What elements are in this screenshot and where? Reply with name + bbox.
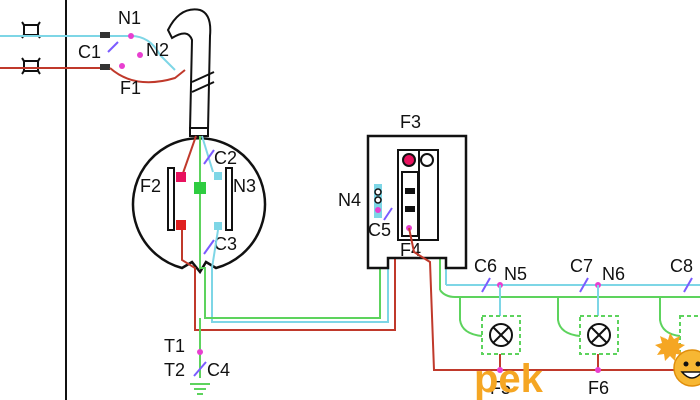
terminal-block bbox=[100, 32, 110, 38]
label-t2: T2 bbox=[164, 360, 185, 380]
switch-c6 bbox=[481, 277, 491, 293]
emoji-mascot-icon bbox=[655, 333, 700, 387]
label-n6: N6 bbox=[602, 264, 625, 284]
switch-c1 bbox=[107, 41, 119, 53]
label-c5: C5 bbox=[368, 220, 391, 240]
label-n3: N3 bbox=[233, 176, 256, 196]
phase-circuit bbox=[408, 227, 700, 371]
phase-wire bbox=[181, 135, 197, 177]
watermark-logo: pek bbox=[474, 357, 544, 400]
earth-drop bbox=[557, 297, 581, 337]
label-n2: N2 bbox=[146, 40, 169, 60]
label-t1: T1 bbox=[164, 336, 185, 356]
meter-terminal-right bbox=[225, 167, 233, 231]
label-c8: C8 bbox=[670, 256, 693, 276]
label-c4: C4 bbox=[207, 360, 230, 380]
mast-foot bbox=[189, 127, 209, 137]
terminal-block bbox=[100, 64, 110, 70]
label-f6: F6 bbox=[588, 378, 609, 398]
breaker-indicator bbox=[420, 153, 434, 167]
ground-icon bbox=[190, 383, 210, 395]
switch-c3 bbox=[203, 239, 215, 255]
terminal-f2 bbox=[176, 172, 186, 182]
label-c6: C6 bbox=[474, 256, 497, 276]
terminal-earth bbox=[194, 182, 206, 194]
node-t1 bbox=[197, 349, 203, 355]
node-n1 bbox=[128, 33, 134, 39]
label-c7: C7 bbox=[570, 256, 593, 276]
lamp-icon bbox=[587, 323, 611, 347]
lamp-icon bbox=[489, 323, 513, 347]
switch-c7 bbox=[579, 277, 589, 293]
label-n4: N4 bbox=[338, 190, 361, 210]
node-f6 bbox=[595, 367, 601, 373]
node-f1 bbox=[119, 63, 125, 69]
label-f2: F2 bbox=[140, 176, 161, 196]
label-f5: F5 bbox=[490, 378, 511, 398]
node-n2 bbox=[137, 52, 143, 58]
earth-drop bbox=[659, 297, 681, 337]
weatherhead bbox=[166, 8, 212, 131]
label-n1: N1 bbox=[118, 8, 141, 28]
phase-branch bbox=[109, 67, 186, 84]
label-c2: C2 bbox=[214, 148, 237, 168]
neutral-screw bbox=[374, 188, 382, 196]
node-f5 bbox=[497, 367, 503, 373]
breaker-lever bbox=[405, 188, 415, 194]
neutral-screw bbox=[374, 196, 382, 204]
label-f4: F4 bbox=[400, 240, 421, 260]
earth-drop bbox=[459, 297, 483, 337]
terminal-n3 bbox=[214, 172, 222, 180]
lamp-enclosure bbox=[679, 315, 700, 355]
label-n5: N5 bbox=[504, 264, 527, 284]
switch-c4 bbox=[193, 361, 207, 377]
terminal-f2-out bbox=[176, 220, 186, 230]
label-c1: C1 bbox=[78, 42, 101, 62]
breaker-indicator-red bbox=[402, 153, 416, 167]
switch-c8 bbox=[683, 277, 693, 293]
node-n4 bbox=[375, 207, 381, 213]
terminal-n3-out bbox=[214, 222, 222, 230]
switch-c5 bbox=[383, 207, 393, 221]
mast-break bbox=[191, 71, 215, 93]
fuse-icon bbox=[21, 57, 41, 75]
label-f3: F3 bbox=[400, 112, 421, 132]
meter-terminal-left bbox=[167, 167, 175, 231]
label-c3: C3 bbox=[214, 234, 237, 254]
earth-circuit bbox=[439, 289, 700, 298]
switch-c2 bbox=[203, 149, 215, 165]
neutral-wire bbox=[201, 135, 214, 173]
label-f1: F1 bbox=[120, 78, 141, 98]
breaker-lever bbox=[405, 206, 415, 212]
